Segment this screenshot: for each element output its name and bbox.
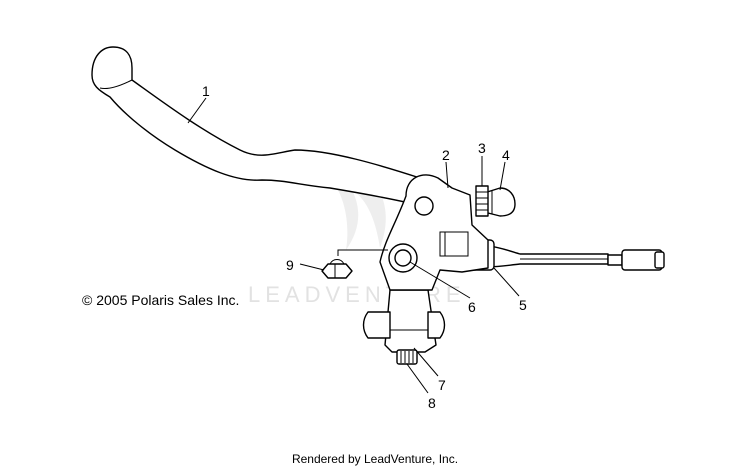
callout-8: 8: [428, 395, 436, 411]
adjuster-screw: [475, 185, 489, 217]
clamp-bolt: [396, 349, 418, 365]
callout-6: 6: [468, 299, 476, 315]
rendered-by-footer: Rendered by LeadVenture, Inc.: [291, 452, 459, 466]
nut-position-line: [337, 249, 388, 256]
callout-7: 7: [438, 377, 446, 393]
callout-1: 1: [202, 83, 210, 99]
callout-9: 9: [286, 257, 294, 273]
callout-numbers: 1 2 3 4 5 6 7 8 9: [202, 83, 527, 411]
handlebar: [362, 311, 446, 339]
adjuster-knob: [483, 187, 516, 217]
leader-lines: [187, 97, 520, 394]
callout-5: 5: [519, 297, 527, 313]
cable-end-fitting: [607, 249, 665, 271]
pivot-bolt: [388, 243, 418, 273]
callout-2: 2: [442, 147, 450, 163]
pivot-nut: [321, 259, 353, 279]
copyright-notice: © 2005 Polaris Sales Inc.: [82, 292, 240, 308]
callout-4: 4: [502, 147, 510, 163]
clutch-lever: [91, 46, 443, 209]
callout-3: 3: [478, 140, 486, 156]
